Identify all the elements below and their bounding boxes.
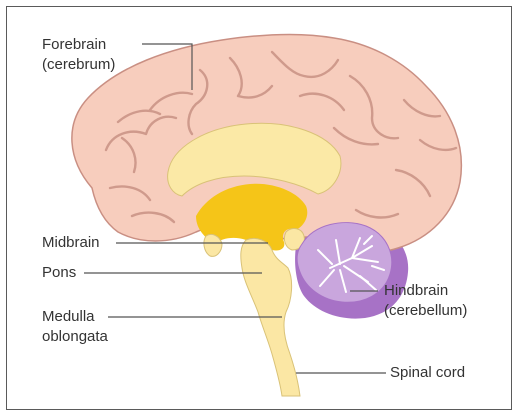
forebrain-label: Forebrain	[42, 36, 106, 54]
pons-label: Pons	[42, 264, 76, 282]
pituitary	[204, 234, 222, 256]
forebrain-sublabel: (cerebrum)	[42, 56, 115, 74]
spinal-cord-label: Spinal cord	[390, 364, 465, 382]
midbrain-label: Midbrain	[42, 234, 100, 252]
medulla-label: Medulla	[42, 308, 95, 326]
hindbrain-sublabel: (cerebellum)	[384, 302, 467, 320]
medulla-sublabel: oblongata	[42, 328, 108, 346]
hindbrain-label: Hindbrain	[384, 282, 448, 300]
